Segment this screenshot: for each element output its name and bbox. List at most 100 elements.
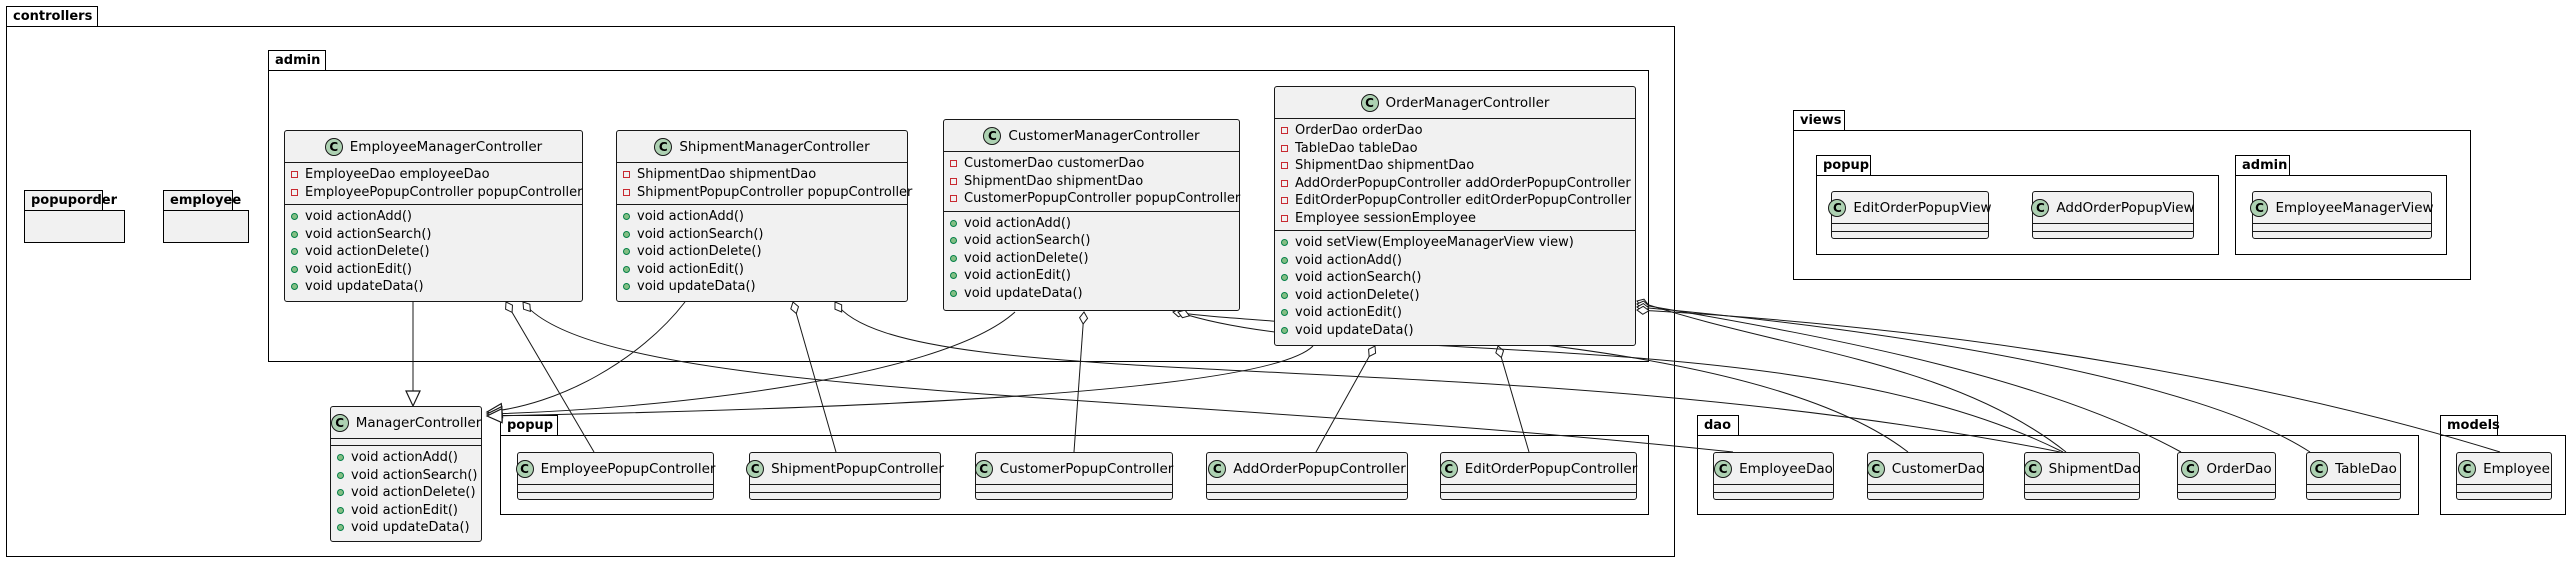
- class-c-icon: C: [1866, 459, 1885, 478]
- class-shipment-manager-controller: C ShipmentManagerController ShipmentDao …: [616, 130, 912, 302]
- edge-customer-mgr-popup: [1073, 311, 1089, 453]
- fields-section: [331, 439, 481, 446]
- method-text: void actionEdit(): [351, 502, 458, 518]
- package-popup-label: popup: [507, 418, 554, 433]
- method: void updateData(): [291, 278, 582, 296]
- public-icon: [950, 254, 957, 262]
- private-icon: [291, 188, 298, 196]
- field-text: CustomerPopupController popupController: [964, 191, 1241, 207]
- class-header: C EmployeeDao: [1714, 453, 1833, 485]
- method-text: void actionAdd(): [637, 209, 744, 225]
- class-name: EmployeeManagerView: [2275, 199, 2434, 216]
- public-icon: [1281, 256, 1288, 264]
- private-icon: [1281, 162, 1288, 170]
- field-text: CustomerDao customerDao: [964, 156, 1145, 172]
- class-name: CustomerPopupController: [999, 460, 1174, 477]
- field: EmployeeDao employeeDao: [291, 166, 582, 184]
- fields-section: [2307, 485, 2400, 493]
- class-name: EmployeeDao: [1739, 460, 1833, 477]
- methods-section: [2178, 493, 2275, 499]
- method-text: void actionEdit(): [305, 261, 412, 277]
- fields-section: [2457, 485, 2551, 493]
- public-icon: [950, 272, 957, 280]
- class-c-icon: C: [515, 459, 534, 478]
- methods-section: [1441, 493, 1636, 499]
- class-name: ShipmentPopupController: [771, 460, 944, 477]
- method: void actionSearch(): [1281, 269, 1635, 287]
- class-c-icon: C: [1360, 93, 1379, 112]
- method: void actionEdit(): [1281, 304, 1635, 322]
- edge-employee-mgr-popup: [505, 301, 595, 453]
- edge-order-mgr-odao: [1636, 300, 2182, 453]
- class-name: EditOrderPopupView: [1853, 199, 1992, 216]
- class-name: AddOrderPopupController: [1233, 460, 1406, 477]
- class-c-icon: C: [1714, 459, 1733, 478]
- class-name: CustomerManagerController: [1008, 127, 1200, 144]
- public-icon: [337, 489, 344, 497]
- methods-section: [518, 493, 713, 499]
- edge-order-mgr-employee: [1636, 305, 2501, 453]
- public-icon: [291, 283, 298, 291]
- method: void actionDelete(): [337, 484, 481, 502]
- public-icon: [623, 283, 630, 291]
- public-icon: [1281, 326, 1288, 334]
- private-icon: [623, 171, 630, 179]
- fields-section: [1714, 485, 1833, 493]
- class-header: C ManagerController: [330, 407, 481, 439]
- method: void actionEdit(): [291, 261, 582, 279]
- method: void updateData(): [623, 278, 907, 296]
- method: void actionSearch(): [291, 226, 582, 244]
- fields-section: [750, 485, 940, 493]
- field-text: AddOrderPopupController addOrderPopupCon…: [1295, 175, 1631, 191]
- method: void actionSearch(): [950, 232, 1239, 250]
- method: void actionDelete(): [623, 243, 907, 261]
- edge-shipment-mgr-extends: [485, 301, 686, 419]
- public-icon: [337, 524, 344, 532]
- class-c-icon: C: [2023, 459, 2042, 478]
- methods-section: void actionAdd() void actionSearch() voi…: [944, 212, 1239, 306]
- class-manager-controller: C ManagerController void actionAdd() voi…: [330, 406, 482, 542]
- field-text: ShipmentDao shipmentDao: [964, 173, 1144, 189]
- field-text: TableDao tableDao: [1295, 140, 1418, 156]
- methods-section: [1868, 493, 1983, 499]
- field: ShipmentDao shipmentDao: [1281, 157, 1635, 175]
- class-name: OrderDao: [2206, 460, 2272, 477]
- class-employee-dao: C EmployeeDao: [1713, 452, 1834, 500]
- class-name: ShipmentDao: [2048, 460, 2141, 477]
- package-admin-label: admin: [275, 53, 321, 68]
- public-icon: [1281, 309, 1288, 317]
- class-name: TableDao: [2335, 460, 2397, 477]
- public-icon: [291, 248, 298, 256]
- private-icon: [1281, 127, 1288, 135]
- edge-order-mgr-extends: [485, 345, 1314, 424]
- field: ShipmentDao shipmentDao: [623, 166, 907, 184]
- method-text: void actionAdd(): [305, 209, 412, 225]
- class-header: C ShipmentDao: [2023, 453, 2141, 485]
- method-text: void actionSearch(): [1295, 270, 1422, 286]
- method-text: void actionDelete(): [1295, 287, 1420, 303]
- method-text: void setView(EmployeeManagerView view): [1295, 235, 1574, 251]
- class-shipment-dao: C ShipmentDao: [2023, 452, 2141, 500]
- method-text: void actionSearch(): [351, 467, 478, 483]
- public-icon: [623, 265, 630, 273]
- field-text: ShipmentDao shipmentDao: [637, 167, 817, 183]
- public-icon: [1281, 239, 1288, 247]
- edge-shipment-mgr-dao: [834, 301, 2061, 453]
- method-text: void updateData(): [1295, 322, 1414, 338]
- class-c-icon: C: [654, 137, 673, 156]
- edge-order-mgr-sdao: [1636, 298, 2067, 453]
- methods-section: [1207, 493, 1407, 499]
- fields-section: [976, 485, 1172, 493]
- fields-section: [1207, 485, 1407, 493]
- package-employee-tab: employee: [163, 190, 241, 210]
- method-text: void actionSearch(): [964, 233, 1091, 249]
